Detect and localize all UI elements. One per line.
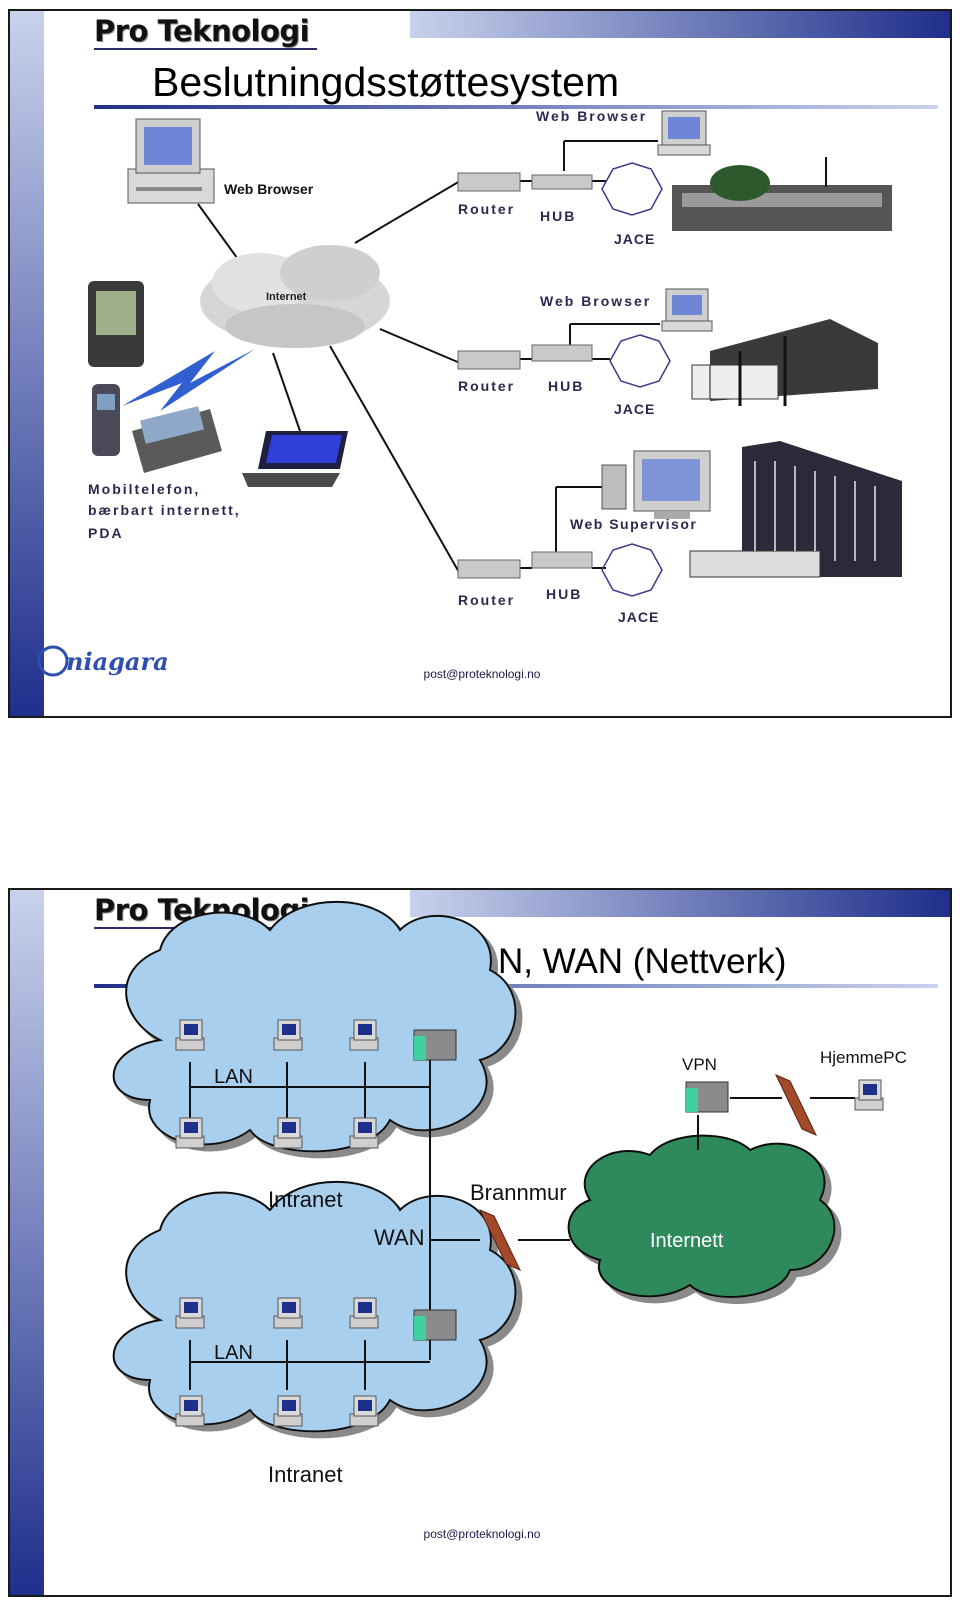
hjemmepc-label: HjemmePC [820, 1048, 907, 1067]
top-lan-pc-5-icon [273, 1117, 303, 1149]
hub-3-label: HUB [546, 586, 583, 602]
jace-1-icon [601, 162, 663, 216]
laptop-icon [242, 431, 348, 487]
lan-wan-diagram [112, 900, 884, 1433]
web-browser-1-computer-icon [657, 110, 711, 156]
intranet-bottom-label: Intranet [268, 1462, 343, 1487]
web-browser-2-computer-icon [661, 288, 713, 332]
bottom-lan-server-icon [413, 1309, 457, 1341]
niagara-logo-text: niagara [66, 647, 169, 676]
router-3-icon [457, 559, 521, 579]
vpn-firewall-icon [775, 1074, 817, 1136]
bottom-lan-pc-5-icon [273, 1395, 303, 1427]
jace-2-label: JACE [614, 401, 656, 417]
top-lan-pc-1-icon [175, 1019, 205, 1051]
top-lan-pc-3-icon [349, 1019, 379, 1051]
slide-lan-wan: Pro Teknologi Oppbygging av LAN, WAN (Ne… [8, 888, 952, 1597]
router-3-label: Router [458, 592, 516, 608]
slide-title: Beslutningdsstøttesystem [152, 59, 620, 105]
network-diagram [37, 110, 902, 677]
building-2-icon [691, 319, 878, 406]
top-lan-pc-2-icon [273, 1019, 303, 1051]
footer-email[interactable]: post@proteknologi.no [423, 667, 541, 681]
bottom-lan-pc-2-icon [273, 1297, 303, 1329]
mobile-label-line1: Mobiltelefon, [88, 481, 201, 497]
bottom-lan-pc-6-icon [349, 1395, 379, 1427]
router-2-icon [457, 350, 521, 370]
router-1-label: Router [458, 201, 516, 217]
top-lan-server-icon [413, 1029, 457, 1061]
slide-top-band [410, 11, 950, 38]
slide-top-band [410, 890, 950, 917]
internet-cloud-label: Internet [266, 291, 307, 303]
web-browser-1-label: Web Browser [536, 108, 648, 124]
desktop-computer-icon [127, 118, 215, 204]
web-supervisor-label: Web Supervisor [570, 516, 698, 532]
lan-top-label: LAN [214, 1066, 253, 1088]
wireless-signal-icon [122, 349, 255, 411]
web-browser-main-label: Web Browser [224, 181, 314, 197]
hub-1-icon [531, 174, 593, 190]
intranet-cloud-top [112, 900, 517, 1153]
vpn-server-icon [685, 1081, 729, 1113]
home-pc-icon [854, 1079, 884, 1111]
bottom-lan-pc-1-icon [175, 1297, 205, 1329]
internet-cloud-icon [200, 245, 390, 348]
router-1-icon [457, 172, 521, 192]
lan-bottom-label: LAN [214, 1342, 253, 1364]
jace-1-label: JACE [614, 231, 656, 247]
slide-sidebar-gradient [10, 890, 44, 1595]
pda-icon [88, 281, 144, 367]
building-3-icon [689, 441, 902, 578]
building-1-icon [672, 157, 892, 231]
brannmur-label: Brannmur [470, 1180, 567, 1205]
jace-2-icon [609, 334, 671, 388]
logo-underline [94, 48, 317, 50]
bottom-lan-pc-3-icon [349, 1297, 379, 1329]
jace-3-icon [601, 543, 663, 597]
hub-3-icon [531, 551, 593, 569]
intranet-top-label: Intranet [268, 1187, 343, 1212]
internet-cloud [567, 1134, 836, 1298]
hub-2-label: HUB [548, 378, 585, 394]
web-supervisor-computer-icon [601, 450, 711, 519]
title-underline [94, 984, 938, 988]
mobile-phone-icon [92, 384, 120, 456]
hub-1-label: HUB [540, 208, 577, 224]
internett-label: Internett [650, 1230, 724, 1252]
niagara-logo [37, 645, 69, 677]
jace-3-label: JACE [618, 609, 660, 625]
bottom-lan-pc-4-icon [175, 1395, 205, 1427]
wan-label: WAN [374, 1225, 425, 1250]
mobile-label-line3: PDA [88, 525, 124, 541]
mobile-label-line2: bærbart internett, [88, 502, 241, 518]
vpn-label: VPN [682, 1055, 717, 1074]
top-lan-pc-4-icon [175, 1117, 205, 1149]
top-lan-pc-6-icon [349, 1117, 379, 1149]
slide-decision-support: Pro Teknologi Beslutningdsstøttesystem [8, 9, 952, 718]
network-wiring [189, 1055, 855, 1390]
handheld-computer-icon [132, 406, 222, 473]
router-2-label: Router [458, 378, 516, 394]
hub-2-icon [531, 344, 593, 362]
slide-sidebar-gradient [10, 11, 44, 716]
footer-email[interactable]: post@proteknologi.no [423, 1527, 541, 1541]
brand-logo: Pro Teknologi [94, 14, 310, 48]
intranet-cloud-bottom [112, 1180, 517, 1433]
title-underline [94, 105, 938, 109]
web-browser-2-label: Web Browser [540, 293, 652, 309]
